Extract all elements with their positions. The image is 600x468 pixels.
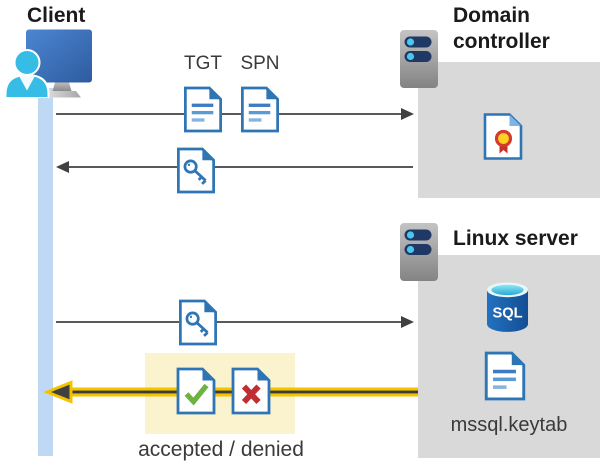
keytab-document-icon [484,351,526,401]
sql-label: SQL [492,305,522,321]
session-key-document-icon [176,147,216,194]
certificate-document-icon [483,112,523,161]
domain-controller-server-icon [399,29,439,89]
spn-label: SPN [240,53,280,74]
request-arrowhead-icon [401,108,414,120]
client-workstation-icon [2,28,98,98]
denied-document-icon [231,365,271,417]
linux-server-title: Linux server [453,227,578,250]
spn-document-icon [240,86,280,133]
service-ticket-arrow-line [56,321,402,323]
sql-database-icon: SQL [486,281,529,334]
tgt-document-icon [183,86,223,133]
request-arrow-line [56,113,402,115]
domain-controller-title: Domain controller [453,4,550,53]
keytab-label: mssql.keytab [450,414,568,436]
accepted-document-icon [176,365,216,417]
result-label: accepted / denied [138,438,304,461]
client-lifeline [38,88,53,456]
service-ticket-arrowhead-icon [401,316,414,328]
linux-server-icon [399,222,439,282]
ticket-return-arrowhead-icon [56,161,69,173]
service-key-document-icon [178,299,218,346]
client-title: Client [27,4,86,27]
ticket-return-arrow-line [68,166,413,168]
tgt-label: TGT [184,53,222,74]
